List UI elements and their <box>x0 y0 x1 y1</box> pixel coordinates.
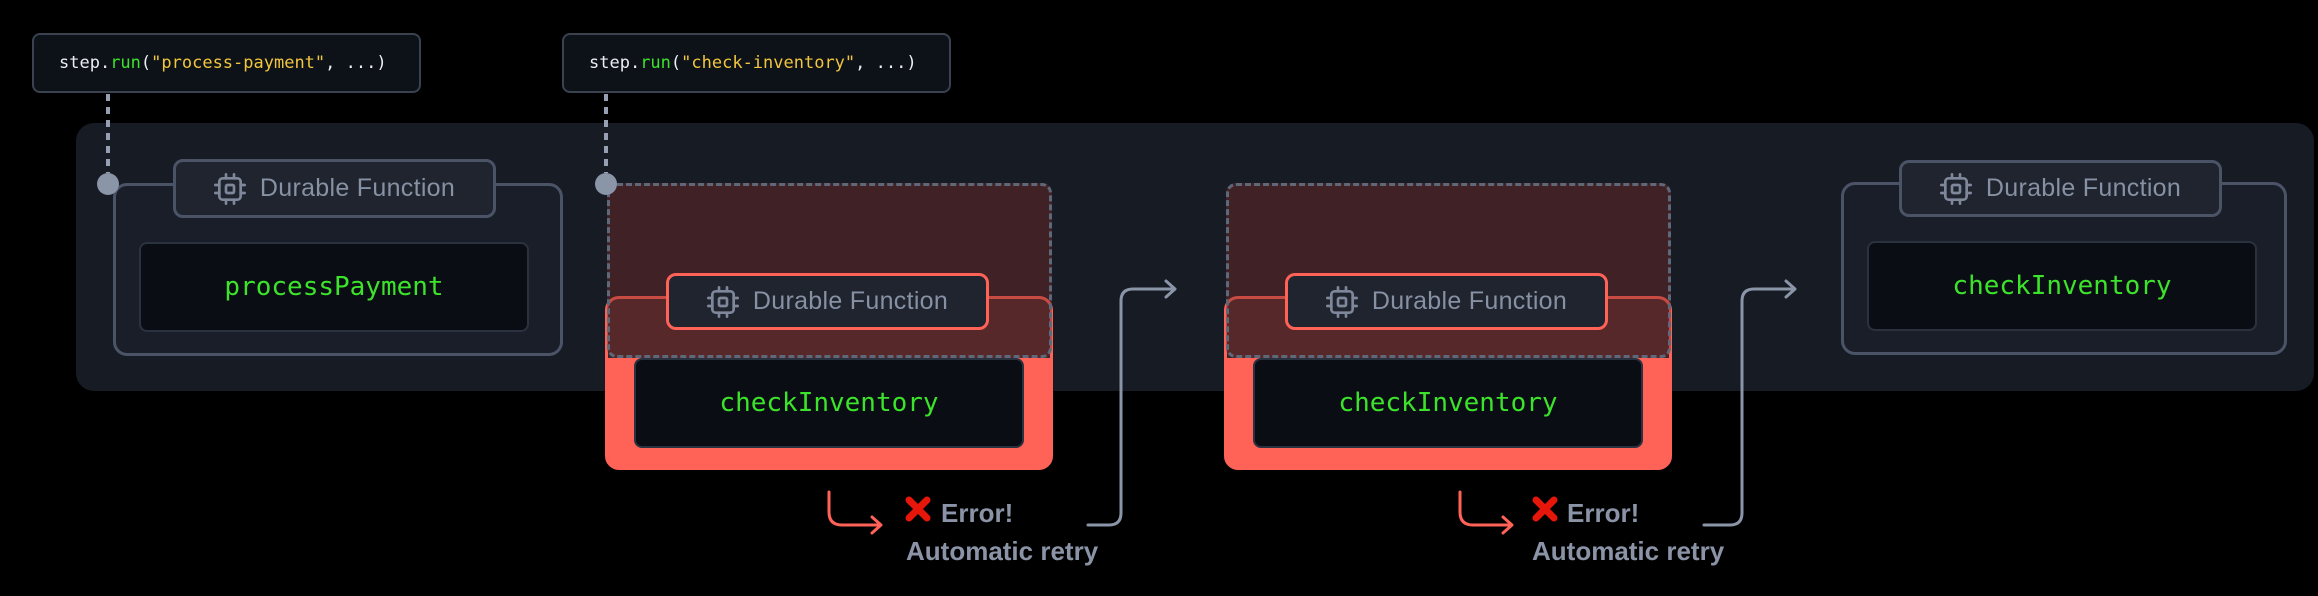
code-token: ( <box>140 53 152 73</box>
durable-function-badge-error: Durable Function <box>1285 273 1608 330</box>
error-label: Error! <box>1567 498 1640 528</box>
function-name: checkInventory <box>1338 388 1558 418</box>
function-name-codebox: checkInventory <box>1253 358 1643 448</box>
circle-node-icon <box>97 173 119 195</box>
badge-label: Durable Function <box>752 287 949 315</box>
retry-label: Automatic retry <box>1532 536 1725 566</box>
code-token: step. <box>589 53 641 73</box>
code-token-run: run <box>110 53 141 73</box>
function-name: checkInventory <box>1952 271 2172 301</box>
function-name-codebox: processPayment <box>139 242 529 332</box>
code-token: , ...) <box>855 53 917 73</box>
error-elbow-arrow <box>827 490 883 535</box>
durable-function-badge: Durable Function <box>1899 160 2222 217</box>
cpu-chip-icon <box>1939 172 1972 205</box>
durable-function-badge-error: Durable Function <box>666 273 989 330</box>
cpu-chip-icon <box>213 172 246 205</box>
function-name-codebox: checkInventory <box>634 358 1024 448</box>
badge-label: Durable Function <box>1371 287 1568 315</box>
error-label: Error! <box>941 498 1014 528</box>
code-call-label-process-payment: step.run("process-payment", ...) <box>32 33 421 93</box>
cpu-chip-icon <box>706 285 739 318</box>
error-elbow-arrow <box>1458 490 1514 535</box>
retry-flow-arrow <box>1702 279 1797 527</box>
failed-attempt-ghost-box <box>1226 183 1671 358</box>
durable-function-badge: Durable Function <box>173 159 496 218</box>
function-name: processPayment <box>224 272 444 302</box>
failed-attempt-ghost-box <box>607 183 1052 358</box>
code-token: ( <box>670 53 682 73</box>
x-mark-icon <box>905 496 931 522</box>
cpu-chip-icon <box>1325 285 1358 318</box>
code-token: step. <box>59 53 111 73</box>
dashed-connector <box>106 94 110 173</box>
retry-flow-arrow <box>1086 279 1177 527</box>
dashed-connector <box>604 94 608 173</box>
code-token-string: "check-inventory" <box>681 53 856 73</box>
badge-label: Durable Function <box>1985 174 2182 202</box>
code-token-string: "process-payment" <box>151 53 326 73</box>
code-token: , ...) <box>325 53 387 73</box>
function-name-codebox: checkInventory <box>1867 241 2257 331</box>
badge-label: Durable Function <box>259 174 456 202</box>
function-name: checkInventory <box>719 388 939 418</box>
circle-node-icon <box>595 173 617 195</box>
x-mark-icon <box>1532 496 1558 522</box>
code-call-label-check-inventory: step.run("check-inventory", ...) <box>562 33 951 93</box>
code-token-run: run <box>640 53 671 73</box>
retry-label: Automatic retry <box>906 536 1099 566</box>
